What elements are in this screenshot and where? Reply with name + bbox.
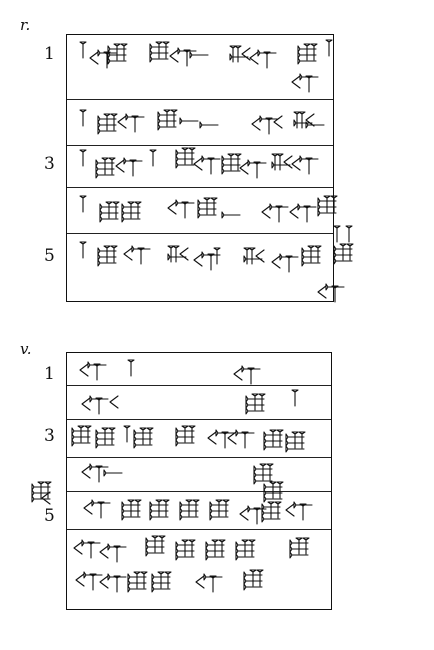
obverse-line-1-signs [79,39,333,92]
obverse-line-4-signs [79,195,337,222]
obverse-tablet-frame [66,34,334,302]
obverse-line-number-1: 1 [44,44,55,64]
reverse-line-number-5: 5 [44,506,55,526]
obverse-line-divider [67,145,333,146]
obverse-line-3-signs [79,148,318,178]
obverse-line-number-5: 5 [44,246,55,266]
obverse-label: r. [20,16,31,34]
reverse-label: v. [20,340,32,358]
cuneiform-sign-icon [32,482,51,505]
reverse-line-number-3: 3 [44,426,55,446]
reverse-line-3-signs [72,425,305,452]
reverse-line-divider [67,491,331,492]
obverse-line-divider [67,187,333,188]
obverse-line-5-signs [79,225,353,302]
reverse-line-2-signs [82,389,299,414]
reverse-line-divider [67,529,331,530]
reverse-line-5-signs [84,500,312,524]
obverse-line-divider [67,233,333,234]
reverse-line-divider [67,419,331,420]
reverse-line-1-signs [80,359,260,384]
obverse-line-number-3: 3 [44,154,55,174]
reverse-line-4-signs [82,464,283,502]
reverse-line-divider [67,457,331,458]
reverse-line-6-signs [74,536,309,592]
reverse-tablet-frame [66,352,332,610]
reverse-line-number-1: 1 [44,364,55,384]
obverse-line-divider [67,99,333,100]
reverse-line-divider [67,385,331,386]
obverse-line-2-signs [79,109,325,134]
